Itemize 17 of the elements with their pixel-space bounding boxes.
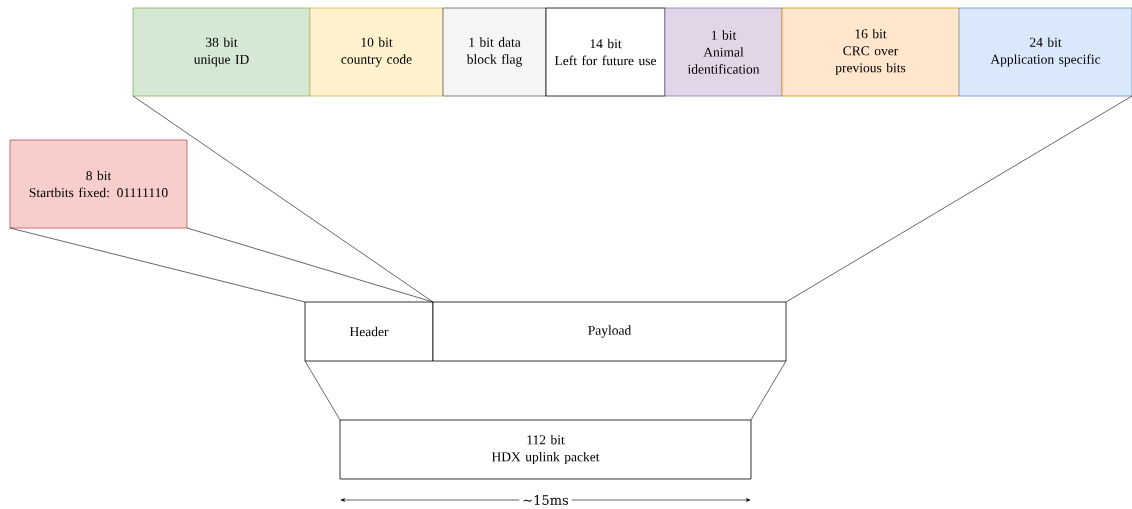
zoom-line xyxy=(186,227,434,303)
zoom-line xyxy=(750,360,787,421)
field-box: 1 bit data block flag xyxy=(442,7,547,97)
zoom-line xyxy=(9,227,306,303)
field-box: 24 bit Application specific xyxy=(958,7,1132,97)
field-box: 8 bit Startbits fixed: 01111110 xyxy=(9,139,188,229)
header-box: Header xyxy=(304,301,434,362)
field-box: 38 bit unique ID xyxy=(132,7,311,97)
field-box: 14 bit Left for future use xyxy=(545,7,666,97)
packet-box: 112 bit HDX uplink packet xyxy=(339,419,752,480)
zoom-line xyxy=(785,95,1132,303)
field-box: 10 bit country code xyxy=(309,7,444,97)
zoom-line xyxy=(132,95,434,303)
field-box: 1 bit Animal identification xyxy=(664,7,783,97)
zoom-line xyxy=(304,360,341,421)
field-box: 16 bit CRC over previous bits xyxy=(781,7,960,97)
dimension-label: ∼15ms xyxy=(519,492,572,508)
